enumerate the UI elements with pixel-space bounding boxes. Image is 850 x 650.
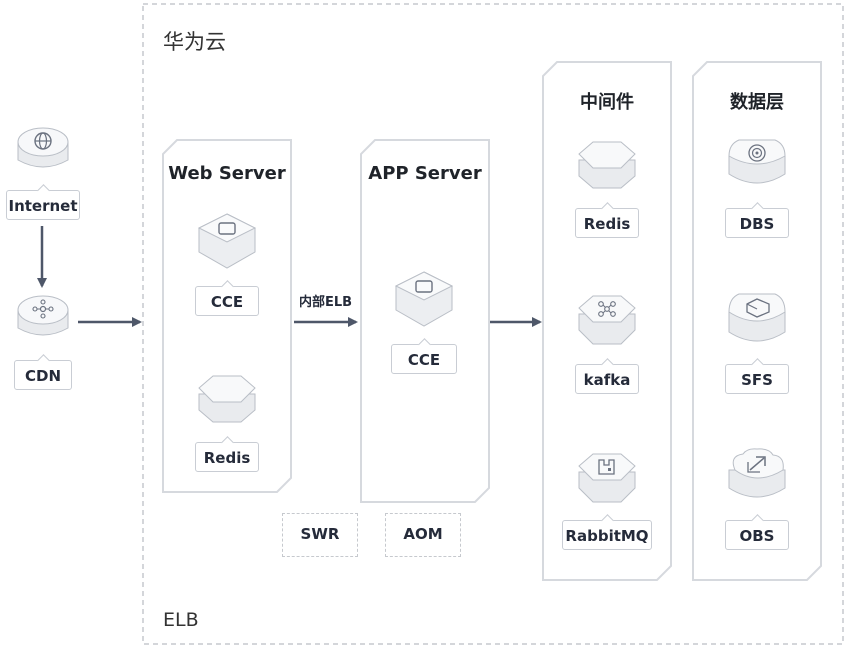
kafka-node (575, 292, 639, 354)
internal-elb-label: 内部ELB (299, 295, 353, 310)
cdn-label: CDN (14, 360, 72, 390)
rabbitmq-node (575, 450, 639, 512)
cloud-title: 华为云 (163, 30, 226, 54)
cce-icon (394, 271, 454, 327)
kafka-label: kafka (575, 364, 639, 394)
redis-icon (578, 141, 636, 189)
obs-icon (728, 448, 786, 498)
kafka-icon (578, 295, 636, 345)
web-redis-node (195, 372, 259, 432)
dbs-icon (728, 139, 786, 184)
web-server-title: Web Server (168, 163, 286, 184)
obs-label: OBS (725, 520, 789, 550)
rabbitmq-label: RabbitMQ (562, 520, 652, 550)
app-server-title: APP Server (368, 163, 482, 184)
dbs-node (725, 136, 789, 198)
globe-icon (17, 127, 69, 168)
sfs-label: SFS (725, 364, 789, 394)
web-redis-label: Redis (195, 442, 259, 472)
internet-node (15, 124, 71, 182)
app-cce-label: CCE (391, 344, 457, 374)
web-cce-label: CCE (195, 286, 259, 316)
obs-node (725, 446, 789, 512)
redis-icon (198, 375, 256, 423)
internet-label: Internet (6, 190, 80, 220)
swr-box: SWR (282, 513, 358, 557)
rabbitmq-icon (578, 453, 636, 503)
web-cce-node (195, 212, 259, 276)
sfs-icon (728, 293, 786, 342)
mw-redis-label: Redis (575, 208, 639, 238)
mw-redis-node (575, 138, 639, 198)
cdn-node (15, 292, 71, 350)
cce-icon (197, 213, 257, 269)
aom-box: AOM (385, 513, 461, 557)
cdn-icon (17, 295, 69, 336)
middleware-title: 中间件 (580, 92, 634, 113)
data-layer-title: 数据层 (730, 92, 784, 113)
app-cce-node (392, 270, 456, 334)
dbs-label: DBS (725, 208, 789, 238)
elb-title: ELB (163, 609, 199, 631)
cloud-boundary (142, 3, 844, 645)
sfs-node (725, 290, 789, 356)
